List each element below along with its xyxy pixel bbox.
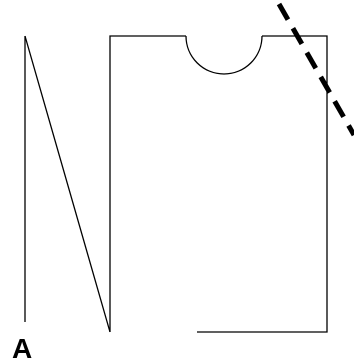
rectangle-right-bottom-edge [197,35,328,333]
point-label-a: A [12,333,32,360]
rectangle-left-top-edge [109,35,186,332]
diagonal-edge [24,35,111,333]
semicircle-notch [185,35,263,75]
dashed-cut-line [276,2,354,137]
